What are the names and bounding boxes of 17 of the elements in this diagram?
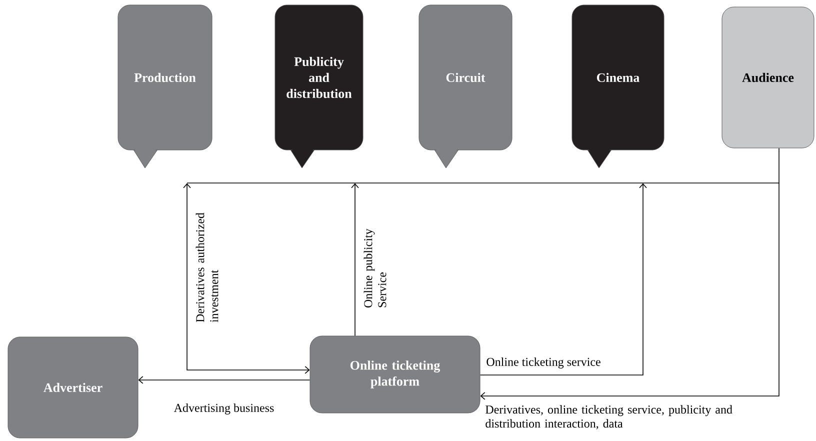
edge-label: Derivatives authorized investment	[196, 212, 218, 322]
rounded-box: Online ticketing platform	[310, 336, 480, 414]
arrow	[480, 148, 780, 400]
edge-label: Online ticketing service	[486, 358, 600, 368]
arrow	[138, 376, 310, 384]
arrow	[480, 183, 647, 376]
edge-label: Derivatives, online ticketing service, publicity and distribution interaction, data	[486, 405, 732, 430]
rounded-box: Advertiser	[8, 336, 138, 438]
speech-bubble: Cinema	[572, 4, 664, 168]
edge-label: Advertising business	[174, 404, 274, 414]
arrow	[351, 183, 359, 336]
speech-bubble: Production	[118, 4, 212, 168]
speech-bubble: Publicity and distribution	[274, 4, 364, 168]
speech-bubble: Circuit	[418, 4, 512, 168]
arrow	[183, 183, 310, 374]
rounded-box: Audience	[722, 6, 814, 148]
edge-label: Online publicity Service	[364, 228, 386, 308]
